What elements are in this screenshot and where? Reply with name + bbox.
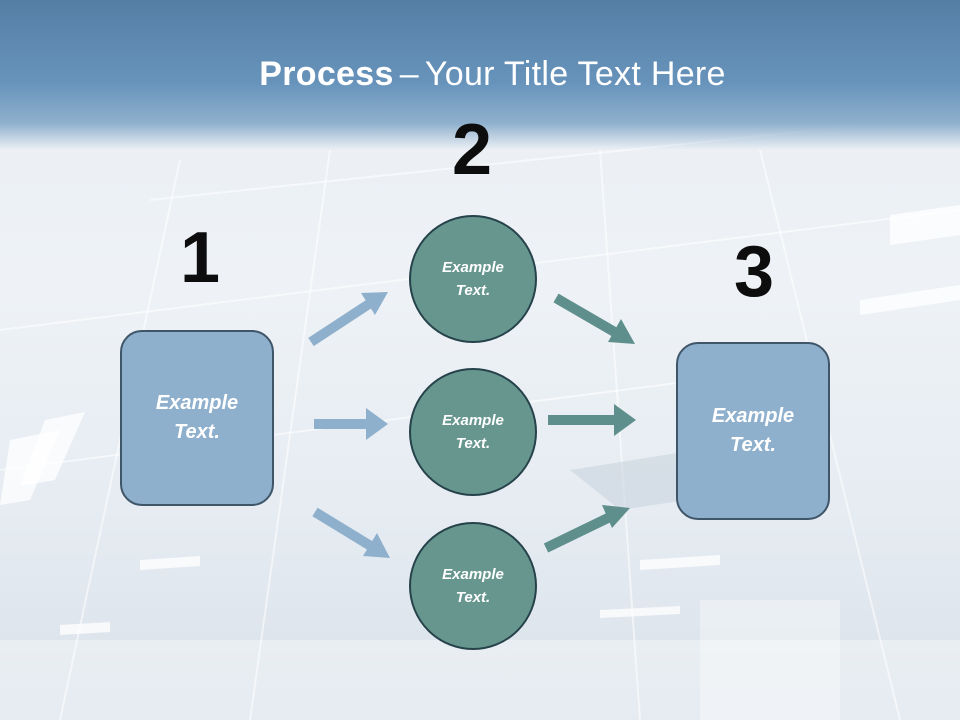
circle-top: Example Text. xyxy=(409,215,537,343)
circle-middle-label: Example Text. xyxy=(442,412,504,452)
slide-title: Process–Your Title Text Here xyxy=(0,52,960,96)
input-box-label: Example Text. xyxy=(155,392,239,443)
arrow-to-middle-circle xyxy=(314,408,388,440)
input-box: Example Text. xyxy=(120,330,274,506)
output-box-label: Example Text. xyxy=(711,405,795,456)
step-number-2: 2 xyxy=(451,110,493,190)
step-number-3: 3 xyxy=(733,232,775,312)
title-rest: Your Title Text Here xyxy=(424,55,726,93)
step-number-1: 1 xyxy=(179,218,221,298)
output-box: Example Text. xyxy=(676,342,830,520)
arrow-from-top-circle xyxy=(553,293,635,344)
title-separator: – xyxy=(399,55,419,93)
arrow-from-middle-circle xyxy=(548,404,636,436)
circle-bottom: Example Text. xyxy=(409,522,537,650)
title-band xyxy=(0,0,960,150)
arrow-to-top-circle xyxy=(308,292,388,347)
arrow-to-bottom-circle xyxy=(312,507,390,558)
title-bold-part: Process xyxy=(259,55,394,93)
circle-middle: Example Text. xyxy=(409,368,537,496)
circle-bottom-label: Example Text. xyxy=(442,566,504,606)
arrow-from-bottom-circle xyxy=(543,505,630,553)
circle-top-label: Example Text. xyxy=(442,259,504,299)
